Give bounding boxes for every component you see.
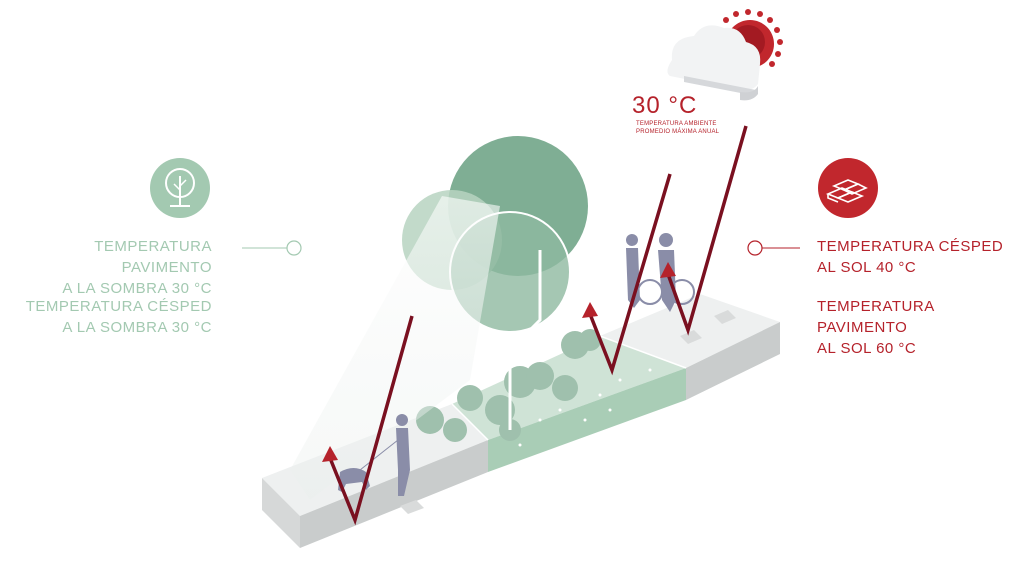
cloud-icon <box>667 25 761 101</box>
shade-connector <box>242 240 302 256</box>
ambient-temperature-value: 30 °C <box>632 92 698 119</box>
cyclists <box>626 233 695 312</box>
heat-arrow-sun-pavement <box>660 125 748 336</box>
sun-grass-temperature-label: TEMPERATURA CÉSPED AL SOL 40 °C <box>817 236 1017 278</box>
slab-front-right <box>686 322 780 400</box>
tree-icon <box>150 158 210 218</box>
grass-sparkles <box>518 368 652 447</box>
seam-left <box>451 403 489 441</box>
label-line: TEMPERATURA CÉSPED <box>25 298 212 315</box>
heat-arrow-grass <box>582 173 672 376</box>
shade-beam <box>290 196 500 500</box>
sun-pavement-temperature-label: TEMPERATURA PAVIMENTO AL SOL 60 °C <box>817 296 1017 359</box>
tile <box>680 330 702 344</box>
label-line: TEMPERATURA PAVIMENTO <box>94 238 212 276</box>
shade-grass-temperature-label: TEMPERATURA CÉSPED A LA SOMBRA 30 °C <box>12 296 212 338</box>
pavement-bricks-icon <box>818 158 878 218</box>
label-line: TEMPERATURA CÉSPED <box>817 238 1004 255</box>
shrubs <box>416 329 601 442</box>
seam-right <box>599 335 687 369</box>
shade-pavement-temperature-label: TEMPERATURA PAVIMENTO A LA SOMBRA 30 °C <box>12 236 212 299</box>
tile <box>400 500 424 514</box>
label-line: TEMPERATURA PAVIMENTO <box>817 298 934 336</box>
ambient-temperature-subtitle: PROMEDIO MÁXIMA ANUAL <box>636 129 720 135</box>
label-line: AL SOL 40 °C <box>817 259 917 276</box>
label-line: A LA SOMBRA 30 °C <box>62 280 212 297</box>
sun-connector <box>747 240 800 256</box>
ambient-temperature-subtitle: TEMPERATURA AMBIENTE <box>636 121 717 127</box>
slab-front-left <box>262 478 300 548</box>
label-line: AL SOL 60 °C <box>817 340 917 357</box>
slab-front-grass <box>488 368 686 472</box>
dog-walker <box>338 414 410 496</box>
sun-pavement-surface <box>600 294 780 368</box>
label-line: A LA SOMBRA 30 °C <box>62 319 212 336</box>
slab-front-main-pave <box>300 440 488 548</box>
tile <box>714 310 736 324</box>
heat-arrow-shade-pavement <box>322 315 414 526</box>
tree-trunk <box>508 250 542 430</box>
tree-branch <box>479 344 511 371</box>
